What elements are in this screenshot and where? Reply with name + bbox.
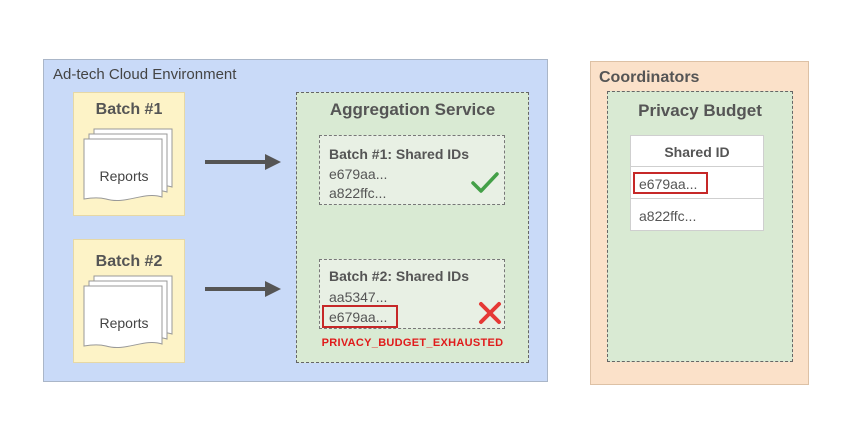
- batch-2-reports-label: Reports: [99, 315, 149, 331]
- table-header-row: [630, 135, 764, 167]
- batch-1-shared-ids-title: Batch #1: Shared IDs: [329, 146, 470, 162]
- privacy-budget-exhausted-error: PRIVACY_BUDGET_EXHAUSTED: [321, 337, 504, 349]
- privacy-budget-title: Privacy Budget: [638, 101, 762, 120]
- table-cell-shared-id: a822ffc...: [639, 208, 697, 224]
- duplicate-shared-id-value: e679aa...: [329, 309, 388, 325]
- duplicate-id-highlight: [322, 305, 398, 328]
- batch-1-reports-stack-icon: [83, 128, 173, 201]
- batch-2-reports-stack-icon: [83, 275, 173, 348]
- batch-1-title: Batch #1: [95, 101, 163, 118]
- shared-id-value: a822ffc...: [329, 185, 387, 201]
- adtech-environment-title: Ad-tech Cloud Environment: [53, 66, 237, 83]
- batch-2-title: Batch #2: [95, 253, 163, 270]
- shared-id-value: aa5347...: [329, 289, 388, 305]
- batch-1-shared-ids-card: [319, 135, 505, 205]
- batch-2-shared-ids-title: Batch #2: Shared IDs: [329, 268, 470, 284]
- batch-2-shared-ids-card: [319, 259, 505, 329]
- table-cell-shared-id: e679aa...: [639, 176, 698, 192]
- cross-icon: [479, 302, 501, 324]
- shared-id-table: [630, 135, 764, 231]
- coordinators-title: Coordinators: [599, 69, 700, 86]
- shared-id-column-header: Shared ID: [664, 144, 730, 160]
- batch-1-reports-label: Reports: [99, 168, 149, 184]
- arrow-right-icon: [205, 154, 281, 170]
- aggregation-service-title: Aggregation Service: [329, 100, 496, 119]
- arrow-right-icon: [205, 281, 281, 297]
- table-row: [630, 167, 764, 199]
- shared-id-value: e679aa...: [329, 166, 388, 182]
- duplicate-id-highlight: [633, 172, 708, 194]
- check-icon: [471, 172, 499, 193]
